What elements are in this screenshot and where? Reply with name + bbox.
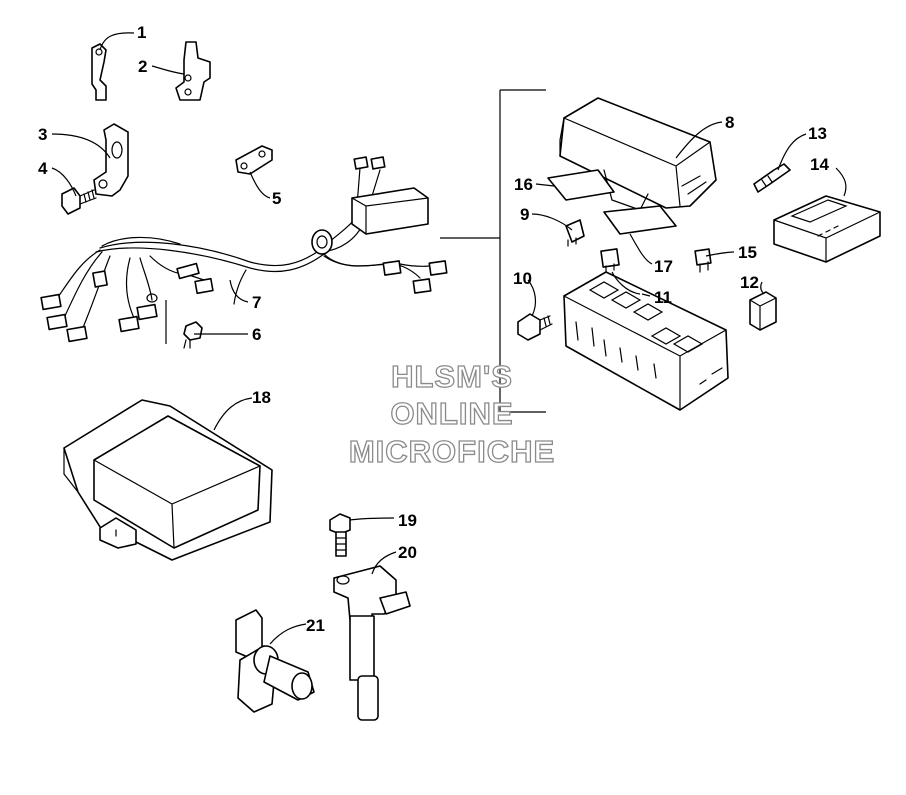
callout-19[interactable]: 19 [398, 511, 417, 530]
leader-lines [51, 32, 847, 645]
part-9-fuse[interactable] [565, 219, 585, 247]
callout-12[interactable]: 12 [740, 273, 759, 292]
callout-13[interactable]: 13 [808, 124, 827, 143]
part-5-plate[interactable] [235, 145, 273, 175]
callout-11[interactable]: 11 [654, 288, 672, 307]
part-2-bracket[interactable] [175, 41, 211, 101]
callout-1[interactable]: 1 [137, 23, 146, 42]
part-11-relay-box[interactable] [563, 248, 729, 411]
part-20-ignition-coil[interactable] [333, 565, 411, 721]
part-10-bolt[interactable] [517, 313, 553, 341]
part-3-bracket[interactable] [93, 123, 129, 197]
callout-2[interactable]: 2 [138, 57, 147, 76]
callout-7[interactable]: 7 [252, 293, 261, 312]
watermark-line-3: MICROFICHE [349, 434, 555, 469]
callout-5[interactable]: 5 [272, 189, 281, 208]
callout-17[interactable]: 17 [654, 257, 673, 276]
watermark-line-1: HLSM'S [391, 359, 513, 394]
callout-8[interactable]: 8 [725, 113, 734, 132]
callout-16[interactable]: 16 [514, 175, 533, 194]
callout-numbers: 1 2 3 4 5 6 7 8 9 10 11 12 13 14 15 16 1… [38, 23, 829, 635]
part-8-fuse-box-cover[interactable] [559, 97, 717, 211]
watermark-line-2: ONLINE [390, 396, 513, 431]
part-12-relay[interactable] [749, 291, 777, 331]
callout-4[interactable]: 4 [38, 159, 48, 178]
part-17-label[interactable] [603, 205, 677, 235]
callout-15[interactable]: 15 [738, 243, 757, 262]
callout-20[interactable]: 20 [398, 543, 417, 562]
callout-21[interactable]: 21 [306, 616, 325, 635]
part-7-wiring-harness[interactable] [40, 156, 448, 344]
callout-14[interactable]: 14 [810, 155, 829, 174]
part-13-fuse-puller[interactable] [753, 163, 791, 193]
part-14-fuse-holder[interactable] [773, 195, 881, 263]
part-19-bolt[interactable] [329, 513, 351, 557]
callout-10[interactable]: 10 [513, 269, 532, 288]
callout-6[interactable]: 6 [252, 325, 261, 344]
part-18-ecu[interactable] [63, 399, 273, 561]
part-6-screw[interactable] [183, 321, 203, 349]
part-1-bracket[interactable] [91, 43, 107, 101]
callout-9[interactable]: 9 [520, 205, 529, 224]
part-21-sensor[interactable] [235, 609, 315, 713]
part-16-label[interactable] [547, 169, 615, 201]
callout-18[interactable]: 18 [252, 388, 271, 407]
watermark: HLSM'S ONLINE MICROFICHE [348, 358, 555, 469]
callout-3[interactable]: 3 [38, 125, 47, 144]
part-15-relay[interactable] [694, 248, 712, 273]
